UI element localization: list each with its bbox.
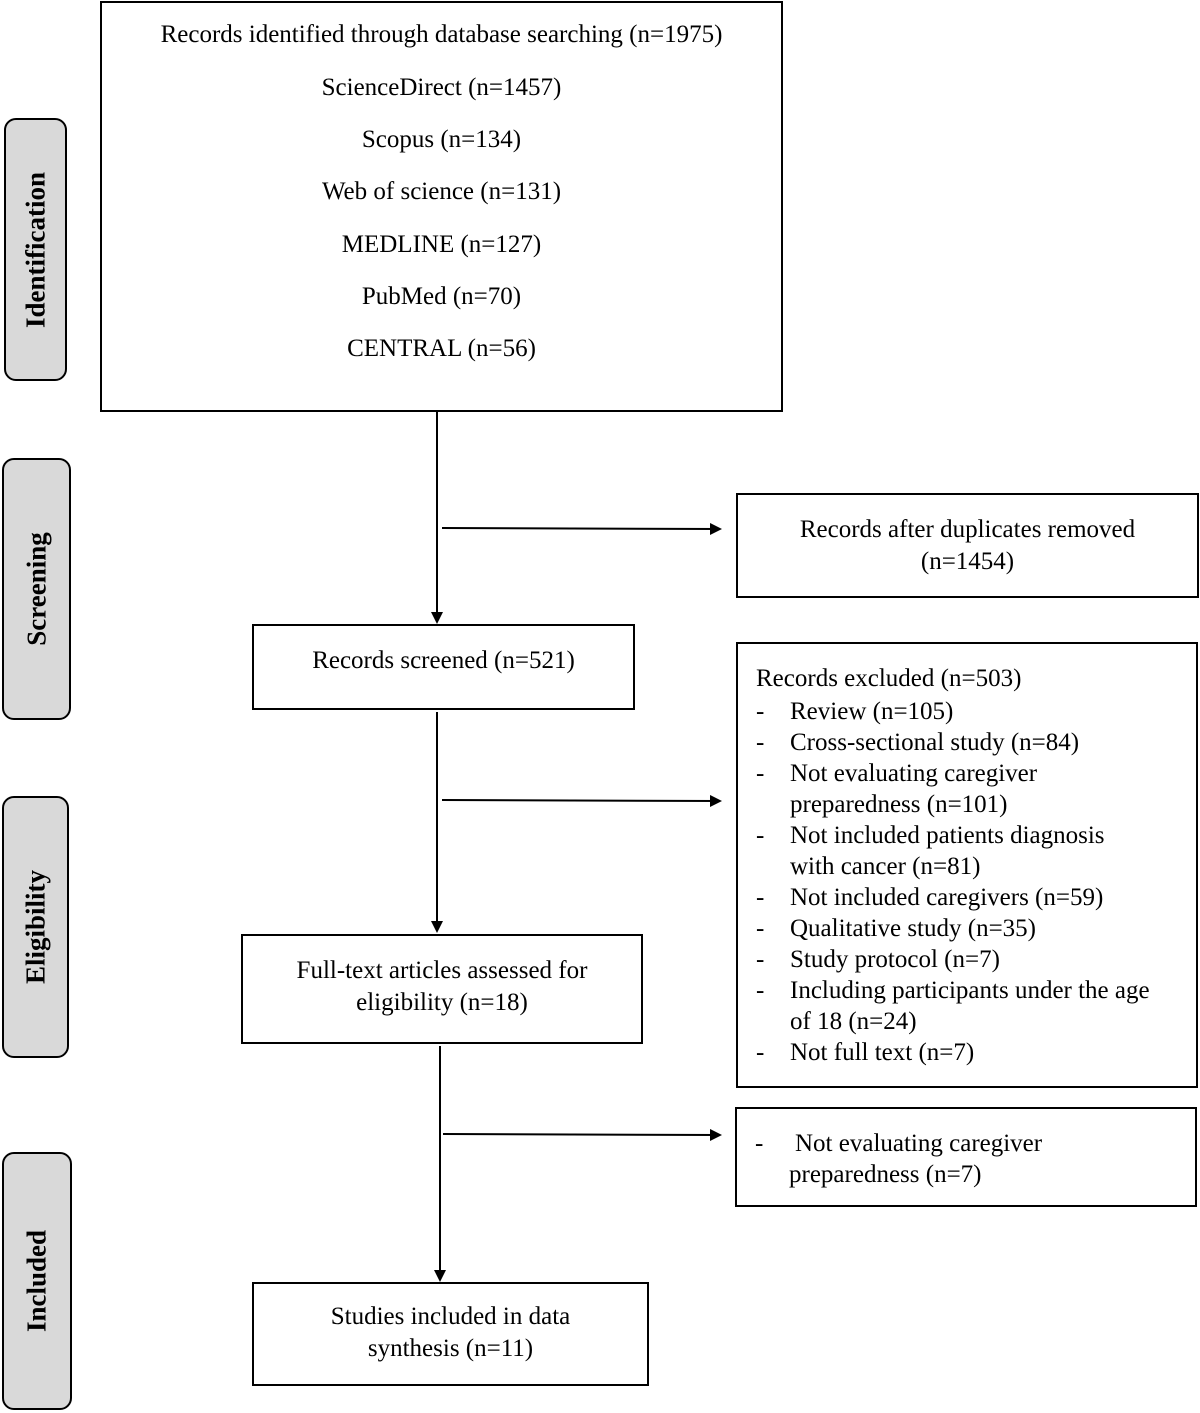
stage-identification: Identification	[4, 118, 67, 381]
excluded-box: Records excluded (n=503) - Review (n=105…	[736, 642, 1198, 1088]
excluded-item-text: Study protocol (n=7)	[790, 946, 1000, 973]
source-pubmed: PubMed (n=70)	[361, 283, 522, 310]
bullet-dash: -	[756, 946, 765, 973]
fulltext-line1: Full-text articles assessed for	[296, 957, 588, 984]
excluded-item-text: with cancer (n=81)	[790, 853, 981, 880]
identification-box: Records identified through database sear…	[100, 1, 783, 412]
bullet-dash: -	[756, 698, 765, 725]
stage-eligibility: Eligibility	[2, 796, 69, 1058]
source-central: CENTRAL (n=56)	[347, 335, 536, 362]
source-scopus: Scopus (n=134)	[361, 126, 522, 153]
fulltext-box: Full-text articles assessed for eligibil…	[241, 934, 643, 1044]
excluded-title: Records excluded (n=503)	[756, 665, 1022, 692]
arrow-to-excluded	[441, 794, 722, 807]
excluded-item-text: Not included caregivers (n=59)	[790, 884, 1104, 911]
duplicates-line1: Records after duplicates removed	[799, 516, 1136, 543]
excluded-item-text: Qualitative study (n=35)	[790, 915, 1036, 942]
included-box: Studies included in data synthesis (n=11…	[252, 1282, 649, 1386]
excluded-item-text: Not full text (n=7)	[790, 1039, 975, 1066]
identification-title: Records identified through database sear…	[160, 21, 723, 48]
fulltext-line2: eligibility (n=18)	[356, 989, 528, 1016]
bullet-dash: -	[756, 915, 765, 942]
screened-box: Records screened (n=521)	[252, 624, 635, 710]
excluded-item-text: preparedness (n=101)	[790, 791, 1008, 818]
source-medline: MEDLINE (n=127)	[341, 231, 542, 258]
excluded-item-text: Review (n=105)	[790, 698, 954, 725]
included-line1: Studies included in data	[330, 1303, 571, 1330]
arrow-to-fulltext-excluded	[442, 1128, 722, 1141]
bullet-dash: -	[756, 884, 765, 911]
source-sciencedirect: ScienceDirect (n=1457)	[321, 74, 562, 101]
excluded-item-text: of 18 (n=24)	[790, 1008, 917, 1035]
stage-included: Included	[2, 1152, 72, 1410]
fulltext-excluded-box: - Not evaluating caregiver preparedness …	[735, 1107, 1197, 1207]
excluded-item-text: Including participants under the age	[790, 977, 1150, 1004]
screened-text: Records screened (n=521)	[312, 647, 575, 674]
bullet-dash: -	[756, 977, 765, 1004]
duplicates-line2: (n=1454)	[920, 548, 1015, 575]
included-line2: synthesis (n=11)	[367, 1335, 534, 1362]
bullet-dash: -	[756, 729, 765, 756]
fulltext-excluded-text: preparedness (n=7)	[789, 1161, 982, 1188]
excluded-item-text: Cross-sectional study (n=84)	[790, 729, 1080, 756]
bullet-dash: -	[756, 822, 765, 849]
bullet-dash: -	[756, 1039, 765, 1066]
fulltext-excluded-text: Not evaluating caregiver	[795, 1130, 1043, 1157]
arrow-to-duplicates	[441, 522, 722, 535]
duplicates-box: Records after duplicates removed (n=1454…	[736, 493, 1199, 598]
stage-screening: Screening	[2, 458, 71, 720]
excluded-item-text: Not included patients diagnosis	[790, 822, 1105, 849]
bullet-dash: -	[755, 1130, 764, 1157]
source-web-of-science: Web of science (n=131)	[321, 178, 562, 205]
excluded-item-text: Not evaluating caregiver	[790, 760, 1038, 787]
bullet-dash: -	[756, 760, 765, 787]
